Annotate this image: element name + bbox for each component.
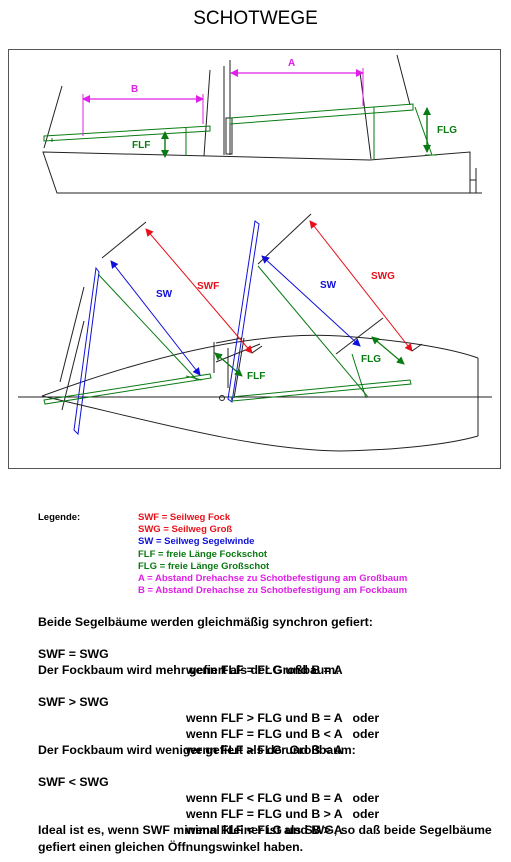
page-title: SCHOTWEGE [193, 8, 318, 29]
section-heading: Der Fockbaum wird mehr gefiert als der G… [38, 663, 340, 677]
label-a: A [288, 58, 295, 69]
section-fock-mehr: Der Fockbaum wird mehr gefiert als der G… [38, 662, 380, 757]
label-flf-top: FLF [247, 371, 265, 382]
condition-row: wenn FLF < FLG und B > A [186, 823, 343, 837]
legend-item: SW = Seilweg Segelwinde [138, 536, 255, 548]
top-view [18, 286, 492, 452]
condition-row: wenn FLF = FLG und B > A oder [186, 807, 380, 821]
arrow-flf-top [214, 352, 243, 377]
label-flg-side: FLG [437, 125, 457, 136]
label-sw-right: SW [320, 280, 337, 291]
label-flg-top: FLG [361, 354, 381, 365]
arrow-flg-top [371, 336, 405, 365]
side-booms [43, 103, 437, 159]
section-heading: Beide Segelbäume werden gleichmäßig sync… [38, 615, 373, 629]
legend-item: FLG = freie Länge Großschot [138, 560, 270, 572]
schotwege-diagram: B A FLF FLG [8, 49, 501, 469]
label-swf: SWF [197, 281, 219, 292]
condition-row: SWF > SWG wenn FLF > FLG und B = A oder [38, 695, 380, 725]
label-b: B [131, 84, 138, 95]
figure-frame [8, 49, 501, 469]
arrow-swg [309, 220, 413, 352]
legend-item: A = Abstand Drehachse zu Schotbefestigun… [138, 573, 408, 585]
legend-title: Legende: [38, 512, 81, 523]
legend-item: B = Abstand Drehachse zu Schotbefestigun… [138, 585, 408, 597]
condition-row: SWF = SWG wenn FLF = FLG und B = A [38, 647, 343, 677]
arrow-sw-right [261, 255, 361, 347]
legend-item: SWF = Seilweg Fock [138, 512, 231, 523]
jib-boom-top [73, 266, 100, 436]
condition-row: wenn FLF > FLG und B < A [186, 743, 343, 757]
section-synchron: Beide Segelbäume werden gleichmäßig sync… [38, 614, 373, 677]
section-heading: Der Fockbaum wird weniger gefiert als de… [38, 743, 356, 757]
condition-row: wenn FLF = FLG und B < A oder [186, 727, 380, 741]
label-flf-side: FLF [132, 140, 150, 151]
hull-side [42, 151, 471, 194]
section-fock-weniger: Der Fockbaum wird weniger gefiert als de… [38, 742, 380, 837]
legend-item: SWG = Seilweg Groß [138, 524, 233, 536]
label-swg: SWG [371, 271, 395, 282]
conclusion-text: Ideal ist es, wenn SWF minimal kleiner i… [38, 823, 492, 854]
condition-row: SWF < SWG wenn FLF < FLG und B = A oder [38, 775, 380, 805]
label-sw-left: SW [156, 289, 173, 300]
legend-item: FLF = freie Länge Fockschot [138, 548, 268, 560]
side-view [42, 54, 482, 194]
arrow-sw-left [110, 260, 201, 376]
